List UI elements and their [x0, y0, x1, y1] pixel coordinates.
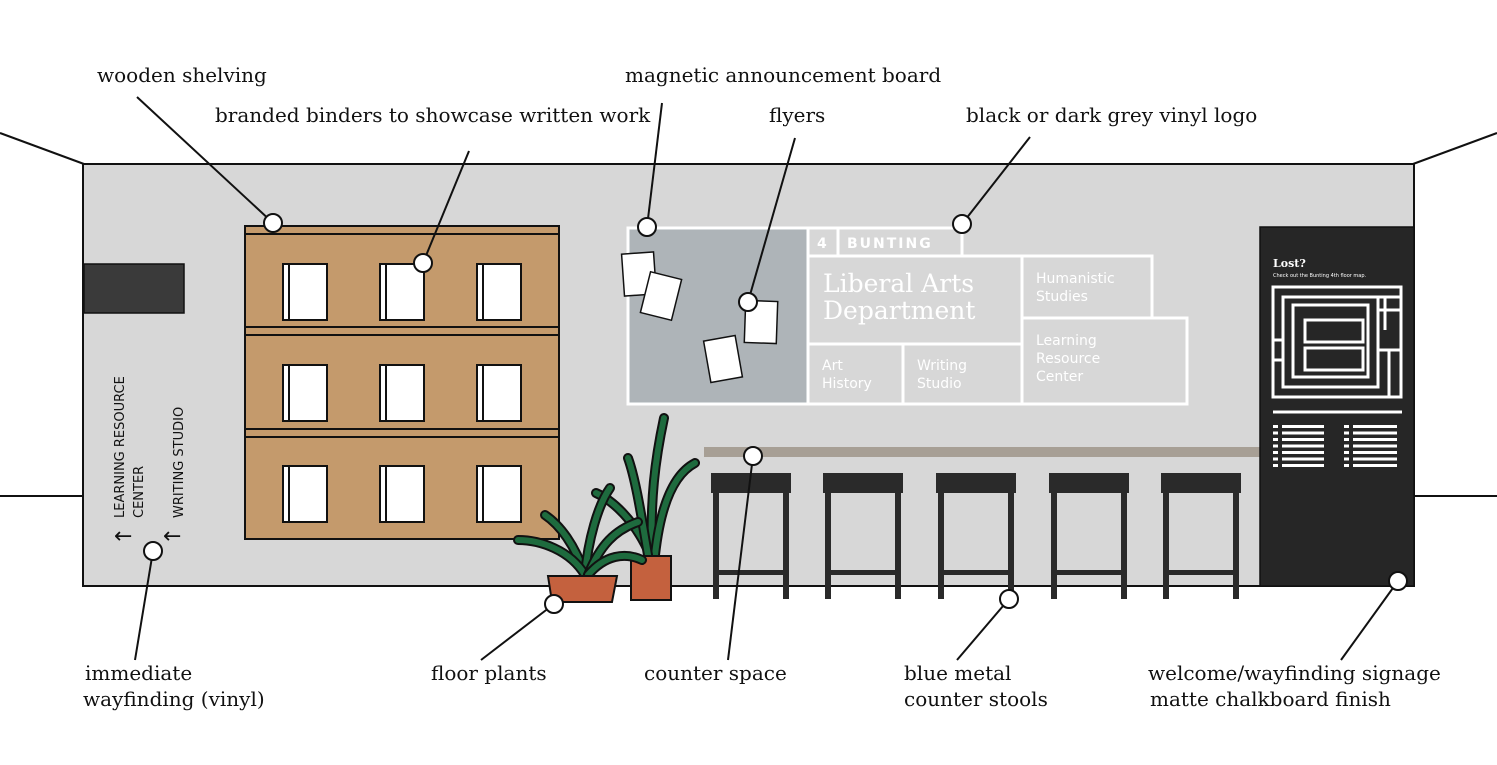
logo-lrc-line1: Learning: [1036, 333, 1097, 349]
logo-writing-line2: Studio: [917, 376, 962, 392]
logo-humanistic-line2: Studies: [1036, 289, 1088, 305]
dark-wall-panel: [83, 263, 185, 314]
directory-line: [1273, 451, 1278, 454]
directory-line: [1344, 451, 1349, 454]
label-signage-2: matte chalkboard finish: [1150, 687, 1391, 711]
directory-line: [1282, 464, 1324, 467]
label-signage: welcome/wayfinding signage: [1148, 661, 1441, 685]
plant-short: [513, 483, 647, 580]
vinyl-logo-text: 4 BUNTING Liberal Arts Department Humani…: [817, 236, 1115, 392]
counter-top: [704, 447, 1266, 457]
directory-line: [1353, 444, 1397, 448]
label-vinyl-logo: black or dark grey vinyl logo: [966, 103, 1257, 127]
directory-line: [1273, 464, 1278, 467]
directory-line: [1273, 425, 1278, 428]
binder: [476, 465, 522, 523]
counter-stool: [823, 473, 903, 599]
directory-line: [1353, 464, 1397, 467]
logo-lrc-line2: Resource: [1036, 351, 1100, 367]
directory-line: [1273, 444, 1278, 448]
logo-building-name: BUNTING: [847, 236, 933, 252]
binder: [379, 465, 425, 523]
binder: [476, 364, 522, 422]
label-magnetic-board: magnetic announcement board: [625, 63, 941, 87]
room-perspective-lines: [0, 132, 1497, 497]
directory-line: [1273, 431, 1278, 435]
binder: [379, 364, 425, 422]
directory-line: [1353, 438, 1397, 441]
directory-line: [1344, 438, 1349, 441]
binder: [282, 263, 328, 321]
logo-floor-number: 4: [817, 236, 827, 252]
vinyl-lrc-line2: CENTER: [132, 466, 147, 518]
binder: [476, 263, 522, 321]
directory-line: [1344, 425, 1349, 428]
floor-map: [1271, 285, 1403, 399]
binder: [282, 364, 328, 422]
flyers: [620, 251, 779, 384]
directory-line: [1282, 457, 1324, 461]
label-wooden-shelving: wooden shelving: [97, 63, 267, 87]
logo-dept-line1: Liberal Arts: [823, 269, 974, 298]
wayfinding-signage: Lost? Check out the Bunting 4th floor ma…: [1259, 226, 1415, 587]
logo-art-line2: History: [822, 376, 872, 392]
vinyl-writing-studio: WRITING STUDIO: [172, 407, 187, 518]
label-flyers: flyers: [769, 103, 825, 127]
directory-line: [1353, 431, 1397, 435]
logo-humanistic-line1: Humanistic: [1036, 271, 1115, 287]
label-counter-stools: blue metal: [904, 661, 1011, 685]
directory-line: [1282, 425, 1324, 428]
directory-line: [1282, 438, 1324, 441]
logo-lrc-line3: Center: [1036, 369, 1083, 385]
directory-line: [1282, 431, 1324, 435]
label-immediate-wayfinding-2: wayfinding (vinyl): [83, 687, 265, 711]
branded-binders: [282, 263, 522, 523]
counter-stools: [711, 473, 1241, 599]
label-floor-plants: floor plants: [431, 661, 547, 685]
counter-stool: [1049, 473, 1129, 599]
counter-stool: [936, 473, 1016, 599]
signage-directory-list: [1273, 425, 1397, 467]
label-immediate-wayfinding: immediate: [85, 661, 192, 685]
directory-line: [1273, 457, 1278, 461]
wayfinding-vinyl: LEARNING RESOURCE CENTER WRITING STUDIO …: [113, 376, 187, 549]
logo-art-line1: Art: [822, 358, 843, 374]
signage-title: Lost?: [1273, 257, 1306, 270]
logo-writing-line1: Writing: [917, 358, 967, 374]
arrow-left-icon: ←: [163, 524, 181, 549]
directory-line: [1353, 425, 1397, 428]
callout-leader-lines: [134, 96, 1399, 661]
directory-line: [1344, 464, 1349, 467]
directory-line: [1344, 431, 1349, 435]
plant-pot: [546, 575, 619, 603]
counter-stool: [711, 473, 791, 599]
directory-line: [1282, 451, 1324, 454]
directory-line: [1344, 457, 1349, 461]
counter-stool: [1161, 473, 1241, 599]
logo-dept-line2: Department: [823, 296, 975, 325]
vinyl-lrc-line1: LEARNING RESOURCE: [113, 376, 128, 518]
directory-line: [1353, 451, 1397, 454]
signage-subtitle: Check out the Bunting 4th floor map.: [1273, 273, 1367, 279]
binder: [282, 465, 328, 523]
callout-markers: [143, 213, 1408, 614]
directory-line: [1344, 444, 1349, 448]
binder: [379, 263, 425, 321]
floor-plants: [513, 413, 700, 603]
flyer: [702, 334, 744, 384]
label-counter-space: counter space: [644, 661, 787, 685]
callout-labels: wooden shelving branded binders to showc…: [83, 63, 1441, 711]
directory-line: [1353, 457, 1397, 461]
label-counter-stools-2: counter stools: [904, 687, 1048, 711]
flyer: [743, 299, 779, 345]
arrow-left-icon: ←: [114, 524, 132, 549]
directory-line: [1273, 438, 1278, 441]
label-branded-binders: branded binders to showcase written work: [215, 103, 651, 127]
directory-line: [1282, 444, 1324, 448]
flyer: [639, 270, 683, 322]
